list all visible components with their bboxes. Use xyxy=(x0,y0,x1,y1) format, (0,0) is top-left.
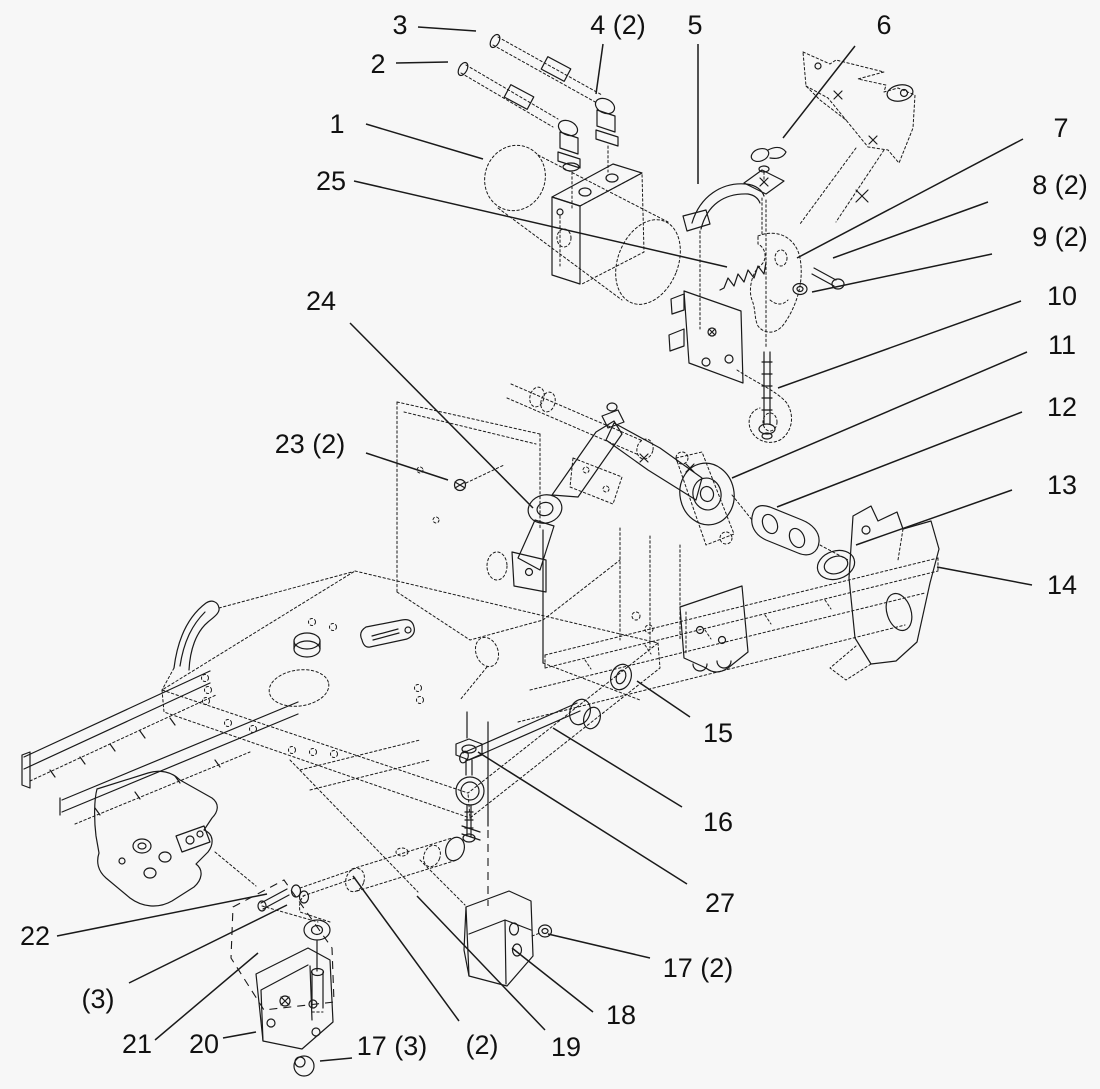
callout-leader-17-3 xyxy=(319,1057,353,1062)
callout-leader-12 xyxy=(776,411,1023,508)
callout-label-24: 24 xyxy=(306,286,336,316)
callout-label-5: 5 xyxy=(687,10,702,40)
callout-leader-2 xyxy=(395,61,449,64)
callout-labels: 32 4 (2) 5 6 1 25 7 8 (2) 9 (2) 10 11 12 13 14 24 23 (2… xyxy=(20,10,1088,1062)
callout-leaders xyxy=(56,26,1033,1062)
callout-leader-20 xyxy=(222,1031,257,1039)
callout-leader-8-2 xyxy=(832,201,989,259)
callout-leader-13 xyxy=(855,489,1013,546)
clamp-bracket-group xyxy=(682,51,916,232)
callout-label-19: 19 xyxy=(551,1032,581,1062)
callout-leader-7 xyxy=(796,138,1024,259)
callout-label-12: 12 xyxy=(1047,392,1077,422)
callout-leader-21 xyxy=(154,952,259,1041)
callout-label-23-2: 23 (2) xyxy=(275,429,346,459)
callout-label-17-3: 17 (3) xyxy=(357,1031,428,1061)
callout-leader-3 xyxy=(417,26,477,32)
callout-label-14: 14 xyxy=(1047,570,1077,600)
callout-leader-24 xyxy=(349,322,534,509)
callout-label-21: 21 xyxy=(122,1029,152,1059)
frame-axle-group xyxy=(506,383,940,723)
callout-label-25: 25 xyxy=(316,166,346,196)
callout-label-15: 15 xyxy=(703,718,733,748)
callout-leader-27 xyxy=(477,751,688,885)
callout-leader-11 xyxy=(731,351,1028,479)
callout-label-1: 1 xyxy=(329,109,344,139)
callout-leader-15 xyxy=(636,680,691,718)
callout-label-9-2: 9 (2) xyxy=(1032,222,1088,252)
lower-linkage-group xyxy=(230,663,632,1077)
callout-label-16: 16 xyxy=(703,807,733,837)
callout-label-7: 7 xyxy=(1053,113,1068,143)
callout-label-2: 2 xyxy=(370,49,385,79)
callout-label-17-2: 17 (2) xyxy=(663,953,734,983)
callout-label-20: 20 xyxy=(189,1029,219,1059)
callout-label-11: 11 xyxy=(1048,330,1076,360)
callout-leader-25 xyxy=(353,180,728,268)
callout-leader-22 xyxy=(56,893,268,937)
callout-label-8-2: 8 (2) xyxy=(1032,170,1088,200)
callout-leader-23-2 xyxy=(365,452,449,481)
callout-leader-4-2 xyxy=(595,43,604,95)
callout-label-18: 18 xyxy=(606,1000,636,1030)
callout-label-22: 22 xyxy=(20,921,50,951)
callout-leader-qty-2 xyxy=(352,875,460,1022)
callout-label-27: 27 xyxy=(705,888,735,918)
callout-label-4-2: 4 (2) xyxy=(590,10,646,40)
callout-label-10: 10 xyxy=(1047,281,1077,311)
brake-caliper-group xyxy=(668,197,845,443)
callout-label-13: 13 xyxy=(1047,470,1077,500)
seat-platform-group xyxy=(21,401,661,907)
callout-leader-19 xyxy=(416,895,546,1031)
callout-leader-qty-3 xyxy=(128,904,288,984)
callout-label-qty-2: (2) xyxy=(466,1030,499,1060)
lift-cylinder-group xyxy=(484,144,681,305)
exploded-drawing xyxy=(21,33,940,1077)
callout-leader-6 xyxy=(782,45,856,139)
callout-leader-16 xyxy=(552,727,683,808)
callout-leader-10 xyxy=(777,300,1022,389)
callout-leader-14 xyxy=(936,566,1033,586)
callout-leader-9-2 xyxy=(811,253,993,293)
callout-label-qty-3: (3) xyxy=(82,984,115,1014)
callout-leader-1 xyxy=(365,123,484,160)
callout-leader-18 xyxy=(511,947,594,1013)
callout-leader-17-2 xyxy=(547,933,651,959)
callout-label-6: 6 xyxy=(876,10,891,40)
callout-label-3: 3 xyxy=(392,10,407,40)
